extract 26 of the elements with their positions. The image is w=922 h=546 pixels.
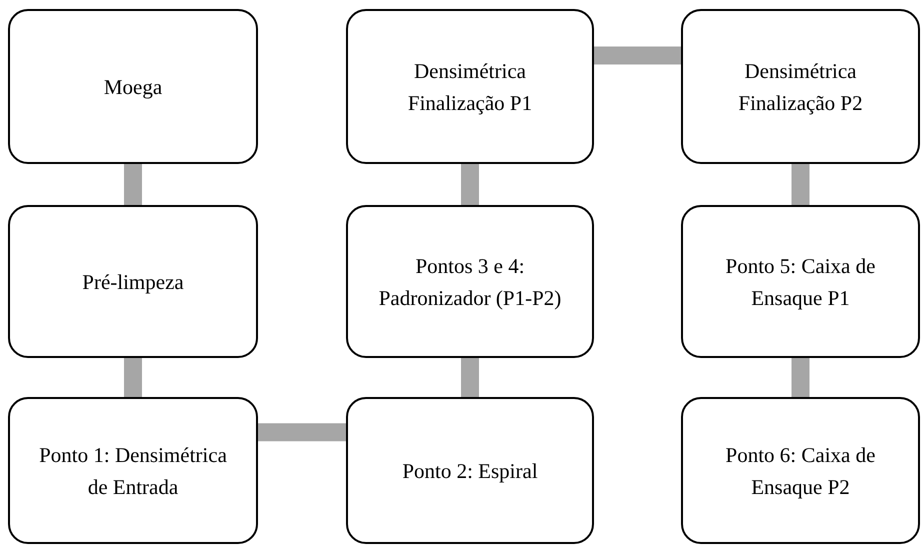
connector-bar: [124, 164, 142, 205]
box-label: Ponto 5: Caixa de Ensaque P1: [724, 252, 876, 312]
box-label: Moega: [104, 74, 162, 100]
box-label: Ponto 1: Densimétrica de Entrada: [38, 442, 228, 500]
connector-bar: [461, 164, 479, 205]
connector-bar: [792, 358, 810, 397]
connector-bar: [124, 358, 142, 397]
process-box: [8, 9, 258, 164]
box-label: Ponto 6: Caixa de Ensaque P2: [724, 442, 876, 500]
process-box: [681, 9, 920, 164]
process-box: [346, 397, 594, 544]
box-label: Pontos 3 e 4: Padronizador (P1-P2): [378, 252, 562, 312]
process-box: [346, 205, 594, 358]
box-label: Ponto 2: Espiral: [402, 458, 538, 484]
box-label: Densimétrica Finalização P1: [406, 58, 534, 116]
connector-bar: [792, 164, 810, 205]
connector-bar: [594, 46, 681, 64]
connector-bar: [461, 358, 479, 397]
box-label: Densimétrica Finalização P2: [737, 58, 864, 116]
box-label: Pré-limpeza: [82, 268, 184, 296]
process-box: [346, 9, 594, 164]
connector-bar: [258, 423, 346, 442]
process-box: [681, 397, 920, 544]
process-box: [8, 205, 258, 358]
process-box: [681, 205, 920, 358]
process-box: [8, 397, 258, 544]
